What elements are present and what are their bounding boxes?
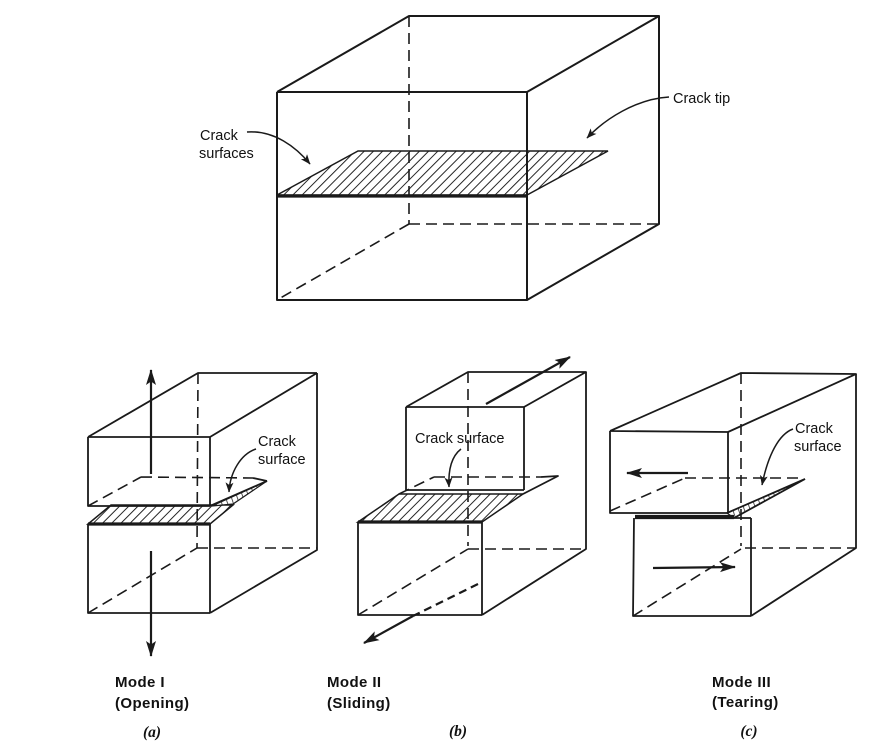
crack-surfaces-leader-arrow: [246, 131, 311, 165]
mode3-crack-wedge-edges: [726, 478, 806, 519]
mode-2-sliding-diagram: Crack surface Mode II (Sliding) (b): [327, 356, 587, 740]
mode3-crack-surface-leader-arrow: [759, 428, 794, 486]
caption-c: (c): [740, 723, 757, 740]
mode2-load-arrow-down-left: [363, 615, 414, 644]
cracked-body-diagram: Crack surfaces Crack tip: [199, 15, 730, 301]
mode1-right-face: [209, 373, 318, 614]
crack-surfaces-label-line2: surfaces: [199, 146, 254, 162]
mode2-title: Mode II: [327, 674, 381, 691]
mode3-silhouette: [610, 373, 856, 616]
mode1-crack-surface-label-line1: Crack: [258, 434, 297, 450]
mode3-upper-front-face: [609, 431, 729, 514]
mode3-hidden-bottom-left-edge: [632, 548, 742, 617]
mode1-upper-crack-edge-to-tip: [209, 477, 268, 507]
mode1-crack-surface-hatched: [85, 504, 236, 525]
hidden-bottom-left-edge: [276, 223, 410, 301]
crack-tip-leader-arrow: [586, 96, 670, 139]
mode3-crack-surface-label-line1: Crack: [795, 421, 834, 437]
mode3-load-arrow-right: [652, 562, 736, 573]
mode2-crack-surface-leader-arrow: [444, 448, 462, 488]
mode-3-tearing-diagram: Crack surface Mode III (Tearing) (c): [609, 372, 857, 740]
crack-tip-label: Crack tip: [673, 91, 730, 107]
caption-a: (a): [143, 724, 161, 741]
mode1-crack-surface-label-line2: surface: [258, 452, 306, 468]
mode1-subtitle: (Opening): [115, 695, 189, 712]
mode1-crack-surface-leader-arrow: [225, 448, 257, 493]
mode1-hidden-upper-crack-surface: [87, 476, 254, 507]
mode3-crack-surface-label-line2: surface: [794, 439, 842, 455]
mode2-load-arrow-up-right: [485, 356, 571, 405]
mode2-crack-surface-label: Crack surface: [415, 431, 504, 447]
mode-1-opening-diagram: Crack surface Mode I (Opening) (a): [85, 369, 318, 741]
caption-b: (b): [449, 723, 467, 740]
box-right-face: [526, 16, 660, 301]
mode2-right-face: [481, 372, 587, 616]
mode3-hidden-upper-block-edges: [609, 477, 799, 512]
crack-surfaces-label-line1: Crack: [200, 128, 239, 144]
mode3-title: Mode III: [712, 674, 771, 691]
mode1-silhouette: [88, 373, 317, 613]
mode2-subtitle: (Sliding): [327, 695, 391, 712]
mode1-hidden-bottom-left-edge: [87, 547, 198, 614]
mode2-hidden-bottom-left-edge: [357, 548, 469, 616]
mode2-crack-plane-tip: [522, 475, 559, 495]
mode2-hidden-crack-plane-edges: [398, 476, 541, 495]
mode1-title: Mode I: [115, 674, 165, 691]
mode3-subtitle: (Tearing): [712, 694, 779, 711]
mode1-hidden-back-left-edge: [196, 372, 199, 549]
